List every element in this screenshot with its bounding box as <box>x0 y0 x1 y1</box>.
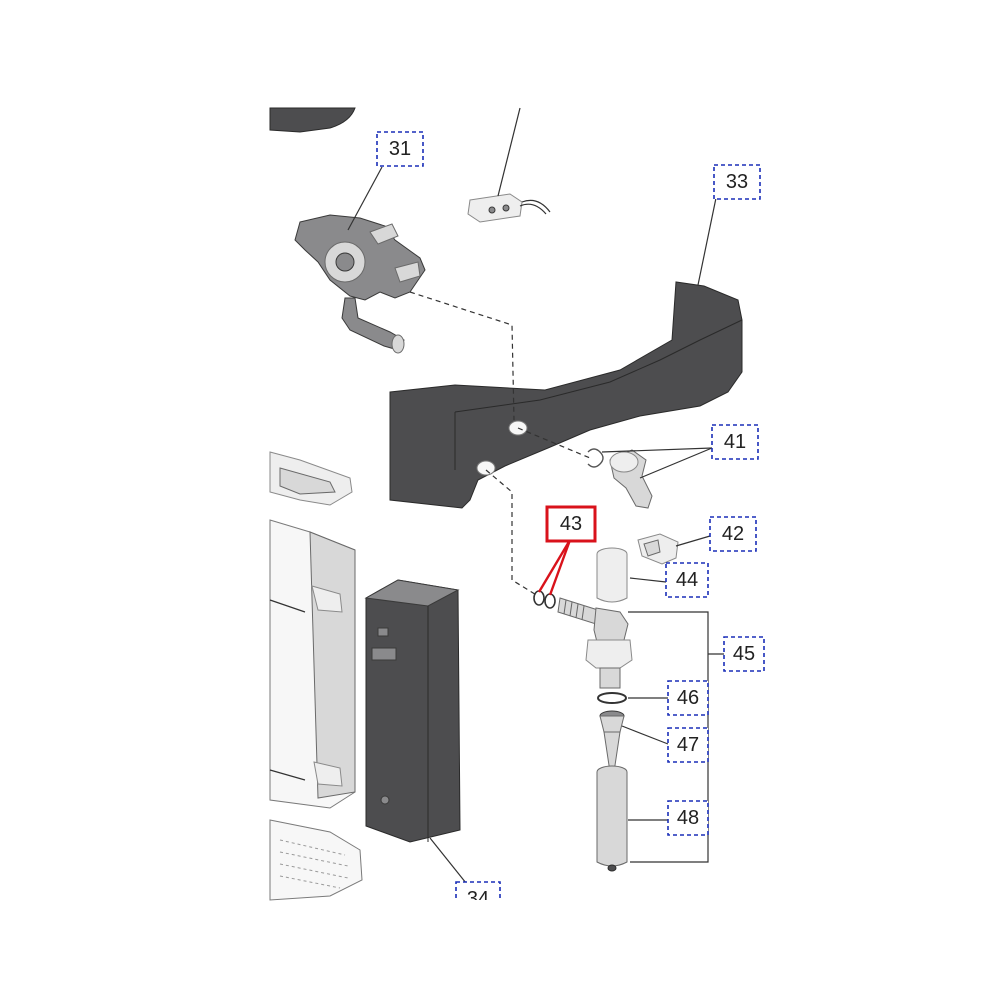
assembly-line-knob <box>517 427 591 459</box>
svg-text:44: 44 <box>676 569 698 591</box>
svg-text:48: 48 <box>677 807 699 829</box>
callout-42: 42 <box>709 516 757 552</box>
side-column-part <box>364 579 471 889</box>
steam-wand-assembly-part <box>557 597 633 689</box>
o-ring-part <box>597 692 627 704</box>
sleeve-part <box>596 547 628 603</box>
assembly-line-wand <box>485 469 539 597</box>
leader-43a <box>537 539 572 593</box>
callout-43: 43 <box>545 505 597 543</box>
clip-part <box>637 533 679 565</box>
svg-text:33: 33 <box>726 171 748 193</box>
svg-text:43: 43 <box>560 513 582 535</box>
grill-tray-part <box>269 819 363 901</box>
callout-41: 41 <box>711 424 759 460</box>
front-cover-panel-part <box>389 281 743 509</box>
leader-42 <box>675 535 711 547</box>
svg-text:47: 47 <box>677 734 699 756</box>
top-left-housing-part <box>269 107 356 133</box>
leader-47 <box>621 725 669 745</box>
water-tank-part <box>269 519 356 809</box>
callout-44: 44 <box>665 562 709 598</box>
nozzle-part <box>599 710 625 773</box>
svg-text:42: 42 <box>722 523 744 545</box>
leader-41 <box>639 447 713 479</box>
leader-41b <box>601 447 713 453</box>
leader-31 <box>347 166 383 231</box>
drip-tray-part <box>269 451 353 506</box>
svg-text:45: 45 <box>733 643 755 665</box>
leader-43b <box>548 539 572 596</box>
callout-46: 46 <box>667 680 709 716</box>
tube-part <box>596 765 628 872</box>
callout-31: 31 <box>376 131 424 167</box>
svg-text:31: 31 <box>389 138 411 160</box>
svg-text:46: 46 <box>677 687 699 709</box>
switch-part <box>467 107 551 223</box>
callout-48: 48 <box>667 800 709 836</box>
bottom-crop-mask <box>440 900 520 930</box>
o-ring-pair-part <box>533 590 556 609</box>
callout-45: 45 <box>723 636 765 672</box>
callout-33: 33 <box>713 164 761 200</box>
valve-assembly-part <box>294 214 426 354</box>
callout-47: 47 <box>667 727 709 763</box>
leader-33 <box>697 197 717 286</box>
svg-text:41: 41 <box>724 431 746 453</box>
leader-44 <box>629 577 667 583</box>
steam-knob-part <box>587 448 653 509</box>
